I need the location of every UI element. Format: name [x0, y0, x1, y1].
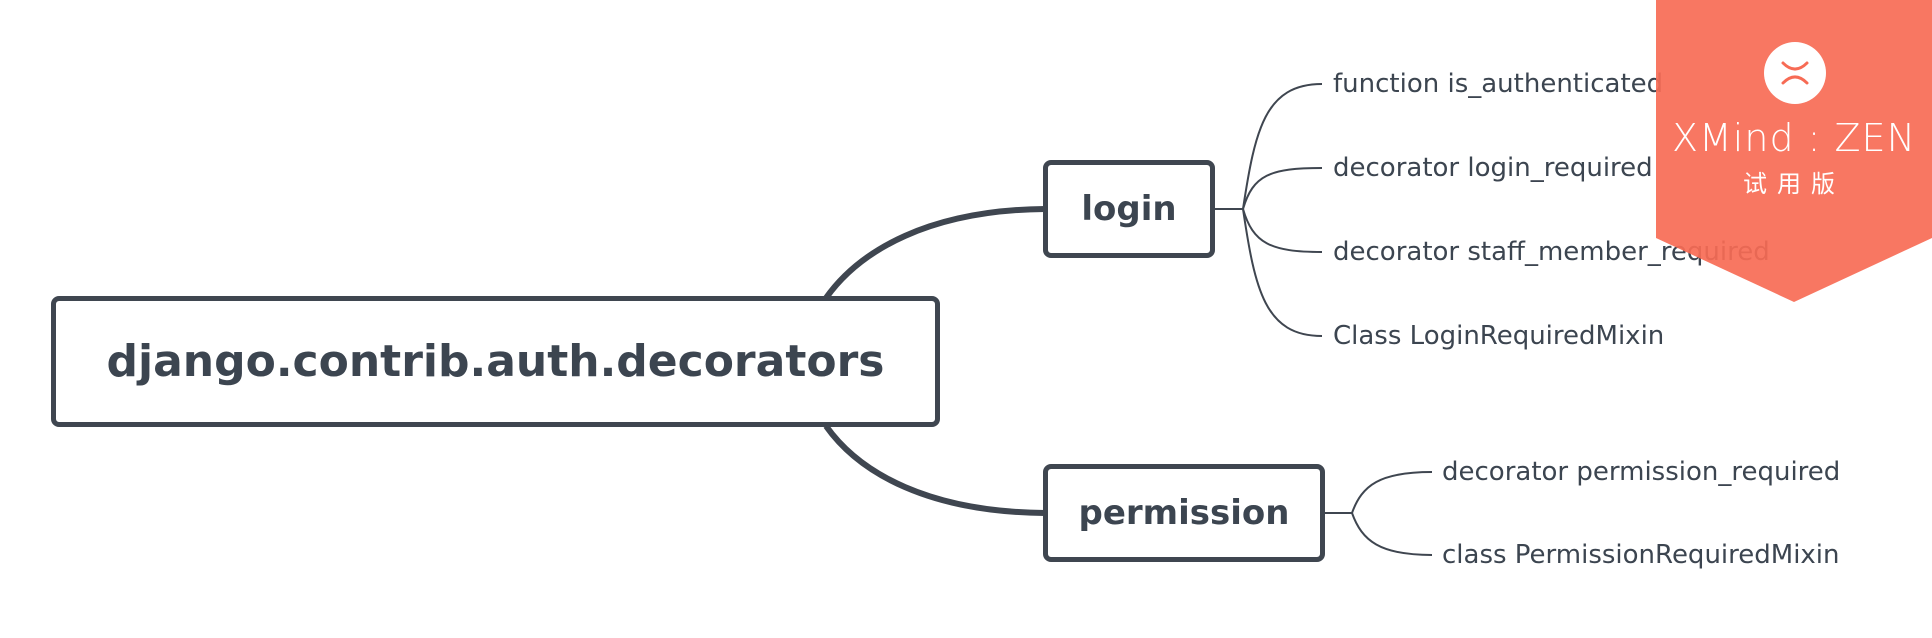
connector-login-leaf-3: [1242, 208, 1323, 253]
subtopic-function-is-authenticated[interactable]: function is_authenticated: [1333, 69, 1664, 99]
watermark-subtitle: 试用版: [1743, 170, 1845, 198]
connector-login-leaf-1: [1242, 83, 1323, 210]
connector-permission-leaf-2: [1351, 512, 1433, 556]
topic-login-label: login: [1081, 189, 1177, 229]
connector-login-leaf-2: [1242, 167, 1323, 210]
root-topic[interactable]: django.contrib.auth.decorators: [51, 296, 940, 427]
root-topic-label: django.contrib.auth.decorators: [106, 336, 885, 387]
watermark-shape: [1656, 0, 1932, 302]
xmind-logo-icon: [1764, 42, 1826, 104]
topic-permission[interactable]: permission: [1043, 464, 1325, 562]
connector-root-permission: [823, 424, 1046, 516]
watermark-title: XMind : ZEN: [1671, 116, 1916, 160]
subtopic-class-permissionrequiredmixin[interactable]: class PermissionRequiredMixin: [1442, 540, 1840, 570]
topic-login[interactable]: login: [1043, 160, 1215, 258]
trial-watermark-banner: [1656, 0, 1932, 302]
connector-login-leaf-4: [1242, 208, 1323, 337]
subtopic-class-loginrequiredmixin[interactable]: Class LoginRequiredMixin: [1333, 321, 1665, 351]
subtopic-decorator-permission-required[interactable]: decorator permission_required: [1442, 457, 1841, 487]
subtopic-decorator-login-required[interactable]: decorator login_required: [1333, 153, 1653, 183]
connector-permission-leaf-1: [1351, 471, 1433, 514]
connector-root-login: [823, 206, 1046, 300]
topic-permission-label: permission: [1078, 493, 1290, 533]
